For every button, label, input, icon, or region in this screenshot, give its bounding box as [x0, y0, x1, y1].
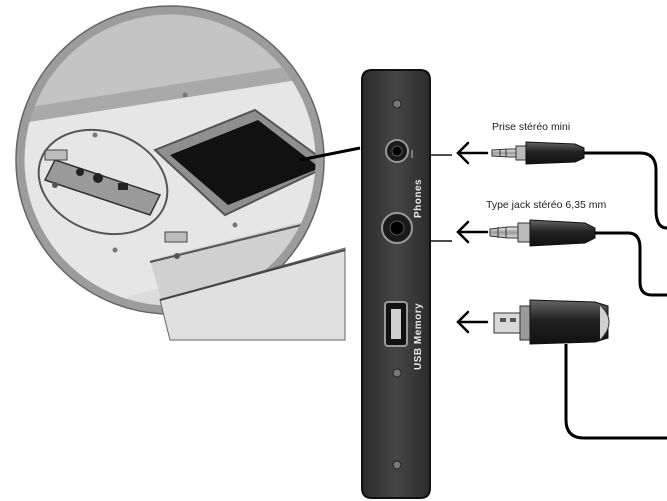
- jack-label: Type jack stéréo 6,35 mm: [486, 199, 606, 211]
- usb-memory-label: USB Memory: [413, 303, 424, 370]
- mini-jack-label: Prise stéréo mini: [492, 121, 570, 133]
- mini-jack-plug-icon: [491, 141, 585, 165]
- screw-icon: [392, 368, 402, 378]
- usb-stick-icon: [493, 299, 610, 345]
- jack-cable: [595, 231, 667, 297]
- usb-cable: [564, 344, 667, 440]
- phones-label: Phones: [413, 179, 424, 218]
- jack-socket[interactable]: [381, 212, 413, 244]
- left-arrow-icon: [456, 141, 489, 165]
- connector-panel: Phones USB Memory: [361, 69, 452, 499]
- jack-plug-icon: [489, 219, 596, 247]
- left-arrow-icon: [456, 310, 489, 334]
- screw-icon: [392, 99, 402, 109]
- screw-icon: [392, 460, 402, 470]
- mini-jack-socket[interactable]: [385, 139, 409, 163]
- left-arrow-icon: [456, 220, 489, 244]
- usb-port[interactable]: [384, 301, 408, 347]
- instrument-closeup: [15, 5, 361, 341]
- mini-jack-cable: [584, 151, 667, 230]
